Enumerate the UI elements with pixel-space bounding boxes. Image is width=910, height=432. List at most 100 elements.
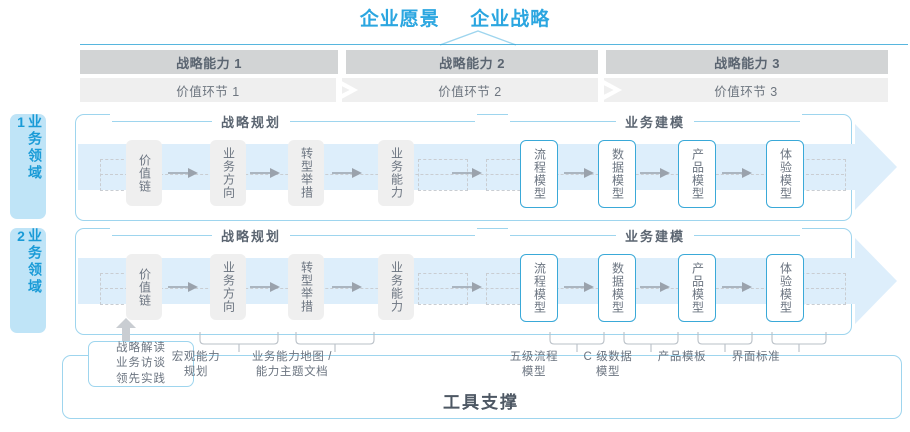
- domain-label-1: 业务领域 1: [13, 114, 43, 182]
- domain-label-2: 业务领域 2: [13, 228, 43, 296]
- toolkit-caption-5: 产品模板: [627, 350, 737, 365]
- flow-node-1-8[interactable]: 体验模型: [766, 140, 804, 208]
- flow-band-1: [78, 144, 858, 190]
- flow-node-1-3[interactable]: 转型举措: [288, 140, 324, 206]
- section-rule-right-3: [290, 235, 476, 236]
- section-rule-left-4: [510, 235, 616, 236]
- flow-node-label: 价值链: [137, 267, 152, 307]
- toolkit-caption-4: C 级数据模型: [553, 350, 663, 380]
- toolkit-line-3: 领先实践: [116, 372, 166, 385]
- section-rule-left-2: [510, 121, 616, 122]
- flow-arrow-2-6: [640, 282, 670, 292]
- section-rule-left-3: [112, 235, 212, 236]
- flow-node-2-2[interactable]: 业务方向: [210, 254, 246, 320]
- toolkit-caption-line: 界面标准: [731, 351, 781, 363]
- capability-label-1: 战略能力 1: [176, 55, 242, 71]
- flow-arrow-2-1: [168, 282, 198, 292]
- flow-node-2-4[interactable]: 业务能力: [378, 254, 414, 320]
- flow-node-label: 业务能力: [389, 147, 404, 199]
- sidebar-item-domain-1[interactable]: 业务领域 1: [10, 114, 46, 219]
- header-divider-line: [80, 44, 908, 45]
- section-caption-modeling-1: 业务建模: [508, 112, 803, 131]
- toolkit-caption-2: 业务能力地图 / 能力主题文档: [237, 350, 347, 380]
- toolkit-caption-6: 界面标准: [701, 350, 811, 365]
- capability-bar-3[interactable]: 战略能力 3: [606, 50, 888, 74]
- flow-node-2-8[interactable]: 体验模型: [766, 254, 804, 322]
- caption-brace-group: [199, 332, 827, 352]
- flow-node-2-6[interactable]: 数据模型: [598, 254, 636, 322]
- section-rule-left-1: [112, 121, 212, 122]
- flow-node-1-5[interactable]: 流程模型: [520, 140, 558, 208]
- flow-node-label: 转型举措: [299, 261, 314, 313]
- flow-arrow-1-3: [332, 168, 362, 178]
- flow-node-label: 产品模型: [690, 262, 705, 314]
- flow-arrow-2-3: [332, 282, 362, 292]
- flow-arrow-2-4: [452, 282, 482, 292]
- flow-node-1-7[interactable]: 产品模型: [678, 140, 716, 208]
- capability-label-3: 战略能力 3: [714, 55, 780, 71]
- flow-node-1-2[interactable]: 业务方向: [210, 140, 246, 206]
- flow-node-label: 流程模型: [532, 148, 547, 200]
- flow-node-label: 业务能力: [389, 261, 404, 313]
- flow-arrow-2-5: [564, 282, 594, 292]
- flow-arrow-1-2: [250, 168, 280, 178]
- flow-placeholder-mid-a-2: [418, 273, 468, 305]
- tool-support-box: [62, 355, 902, 419]
- flow-node-label: 业务方向: [221, 147, 236, 199]
- section-label-modeling-1: 业务建模: [625, 115, 686, 130]
- flow-arrow-1-1: [168, 168, 198, 178]
- toolkit-caption-line: 宏观能力: [171, 351, 221, 363]
- toolkit-caption-line: 规划: [183, 366, 209, 379]
- flow-arrow-1-5: [564, 168, 594, 178]
- flow-arrow-2-2: [250, 282, 280, 292]
- flow-node-label: 数据模型: [610, 262, 625, 314]
- toolkit-caption-line: 五级流程: [509, 351, 559, 363]
- flow-node-label: 数据模型: [610, 148, 625, 200]
- value-link-bar-3[interactable]: 价值环节 3: [604, 78, 888, 102]
- flow-node-label: 流程模型: [532, 262, 547, 314]
- toolkit-caption-line: C 级数据: [583, 351, 633, 363]
- flow-placeholder-mid-a-1: [418, 159, 468, 191]
- sidebar-item-domain-2[interactable]: 业务领域 2: [10, 228, 46, 333]
- toolkit-caption-line: 业务能力地图 /: [251, 351, 333, 363]
- flow-node-label: 体验模型: [778, 262, 793, 314]
- flow-node-label: 价值链: [137, 153, 152, 193]
- flow-arrow-1-7: [722, 168, 752, 178]
- section-caption-modeling-2: 业务建模: [508, 226, 803, 245]
- toolkit-caption-line: 模型: [595, 366, 621, 379]
- toolkit-caption-1: 宏观能力规划: [141, 350, 251, 380]
- capability-bar-2[interactable]: 战略能力 2: [346, 50, 598, 74]
- section-caption-planning-2: 战略规划: [110, 226, 478, 245]
- toolkit-caption-line: 产品模板: [657, 351, 707, 363]
- flow-node-1-1[interactable]: 价值链: [126, 140, 162, 206]
- flow-node-2-1[interactable]: 价值链: [126, 254, 162, 320]
- toolkit-caption-3: 五级流程模型: [479, 350, 589, 380]
- flow-node-1-6[interactable]: 数据模型: [598, 140, 636, 208]
- section-rule-right-1: [290, 121, 476, 122]
- toolkit-line-2: 业务访谈: [116, 357, 166, 370]
- toolkit-up-arrow: [116, 318, 136, 342]
- toolkit-input-box[interactable]: 战略解读 业务访谈 领先实践: [88, 341, 194, 387]
- toolkit-caption-line: 模型: [521, 366, 547, 379]
- value-link-label-3: 价值环节 3: [714, 84, 778, 99]
- flow-arrow-1-6: [640, 168, 670, 178]
- flow-node-2-7[interactable]: 产品模型: [678, 254, 716, 322]
- flow-node-label: 业务方向: [221, 261, 236, 313]
- capability-bar-1[interactable]: 战略能力 1: [80, 50, 338, 74]
- value-link-bar-2[interactable]: 价值环节 2: [342, 78, 598, 102]
- title-vision: 企业愿景: [359, 9, 440, 30]
- value-link-bar-1[interactable]: 价值环节 1: [80, 78, 336, 102]
- flow-node-label: 转型举措: [299, 147, 314, 199]
- section-caption-planning-1: 战略规划: [110, 112, 478, 131]
- toolkit-caption-line: 能力主题文档: [255, 366, 329, 379]
- flow-node-2-5[interactable]: 流程模型: [520, 254, 558, 322]
- flow-node-1-4[interactable]: 业务能力: [378, 140, 414, 206]
- flow-node-label: 体验模型: [778, 148, 793, 200]
- flow-arrow-2-7: [722, 282, 752, 292]
- title-peak-connector: [440, 30, 516, 46]
- flow-node-2-3[interactable]: 转型举措: [288, 254, 324, 320]
- flow-node-label: 产品模型: [690, 148, 705, 200]
- diagram-title: 企业愿景 企业战略: [0, 4, 910, 31]
- tool-support-label: 工具支撑: [443, 393, 519, 412]
